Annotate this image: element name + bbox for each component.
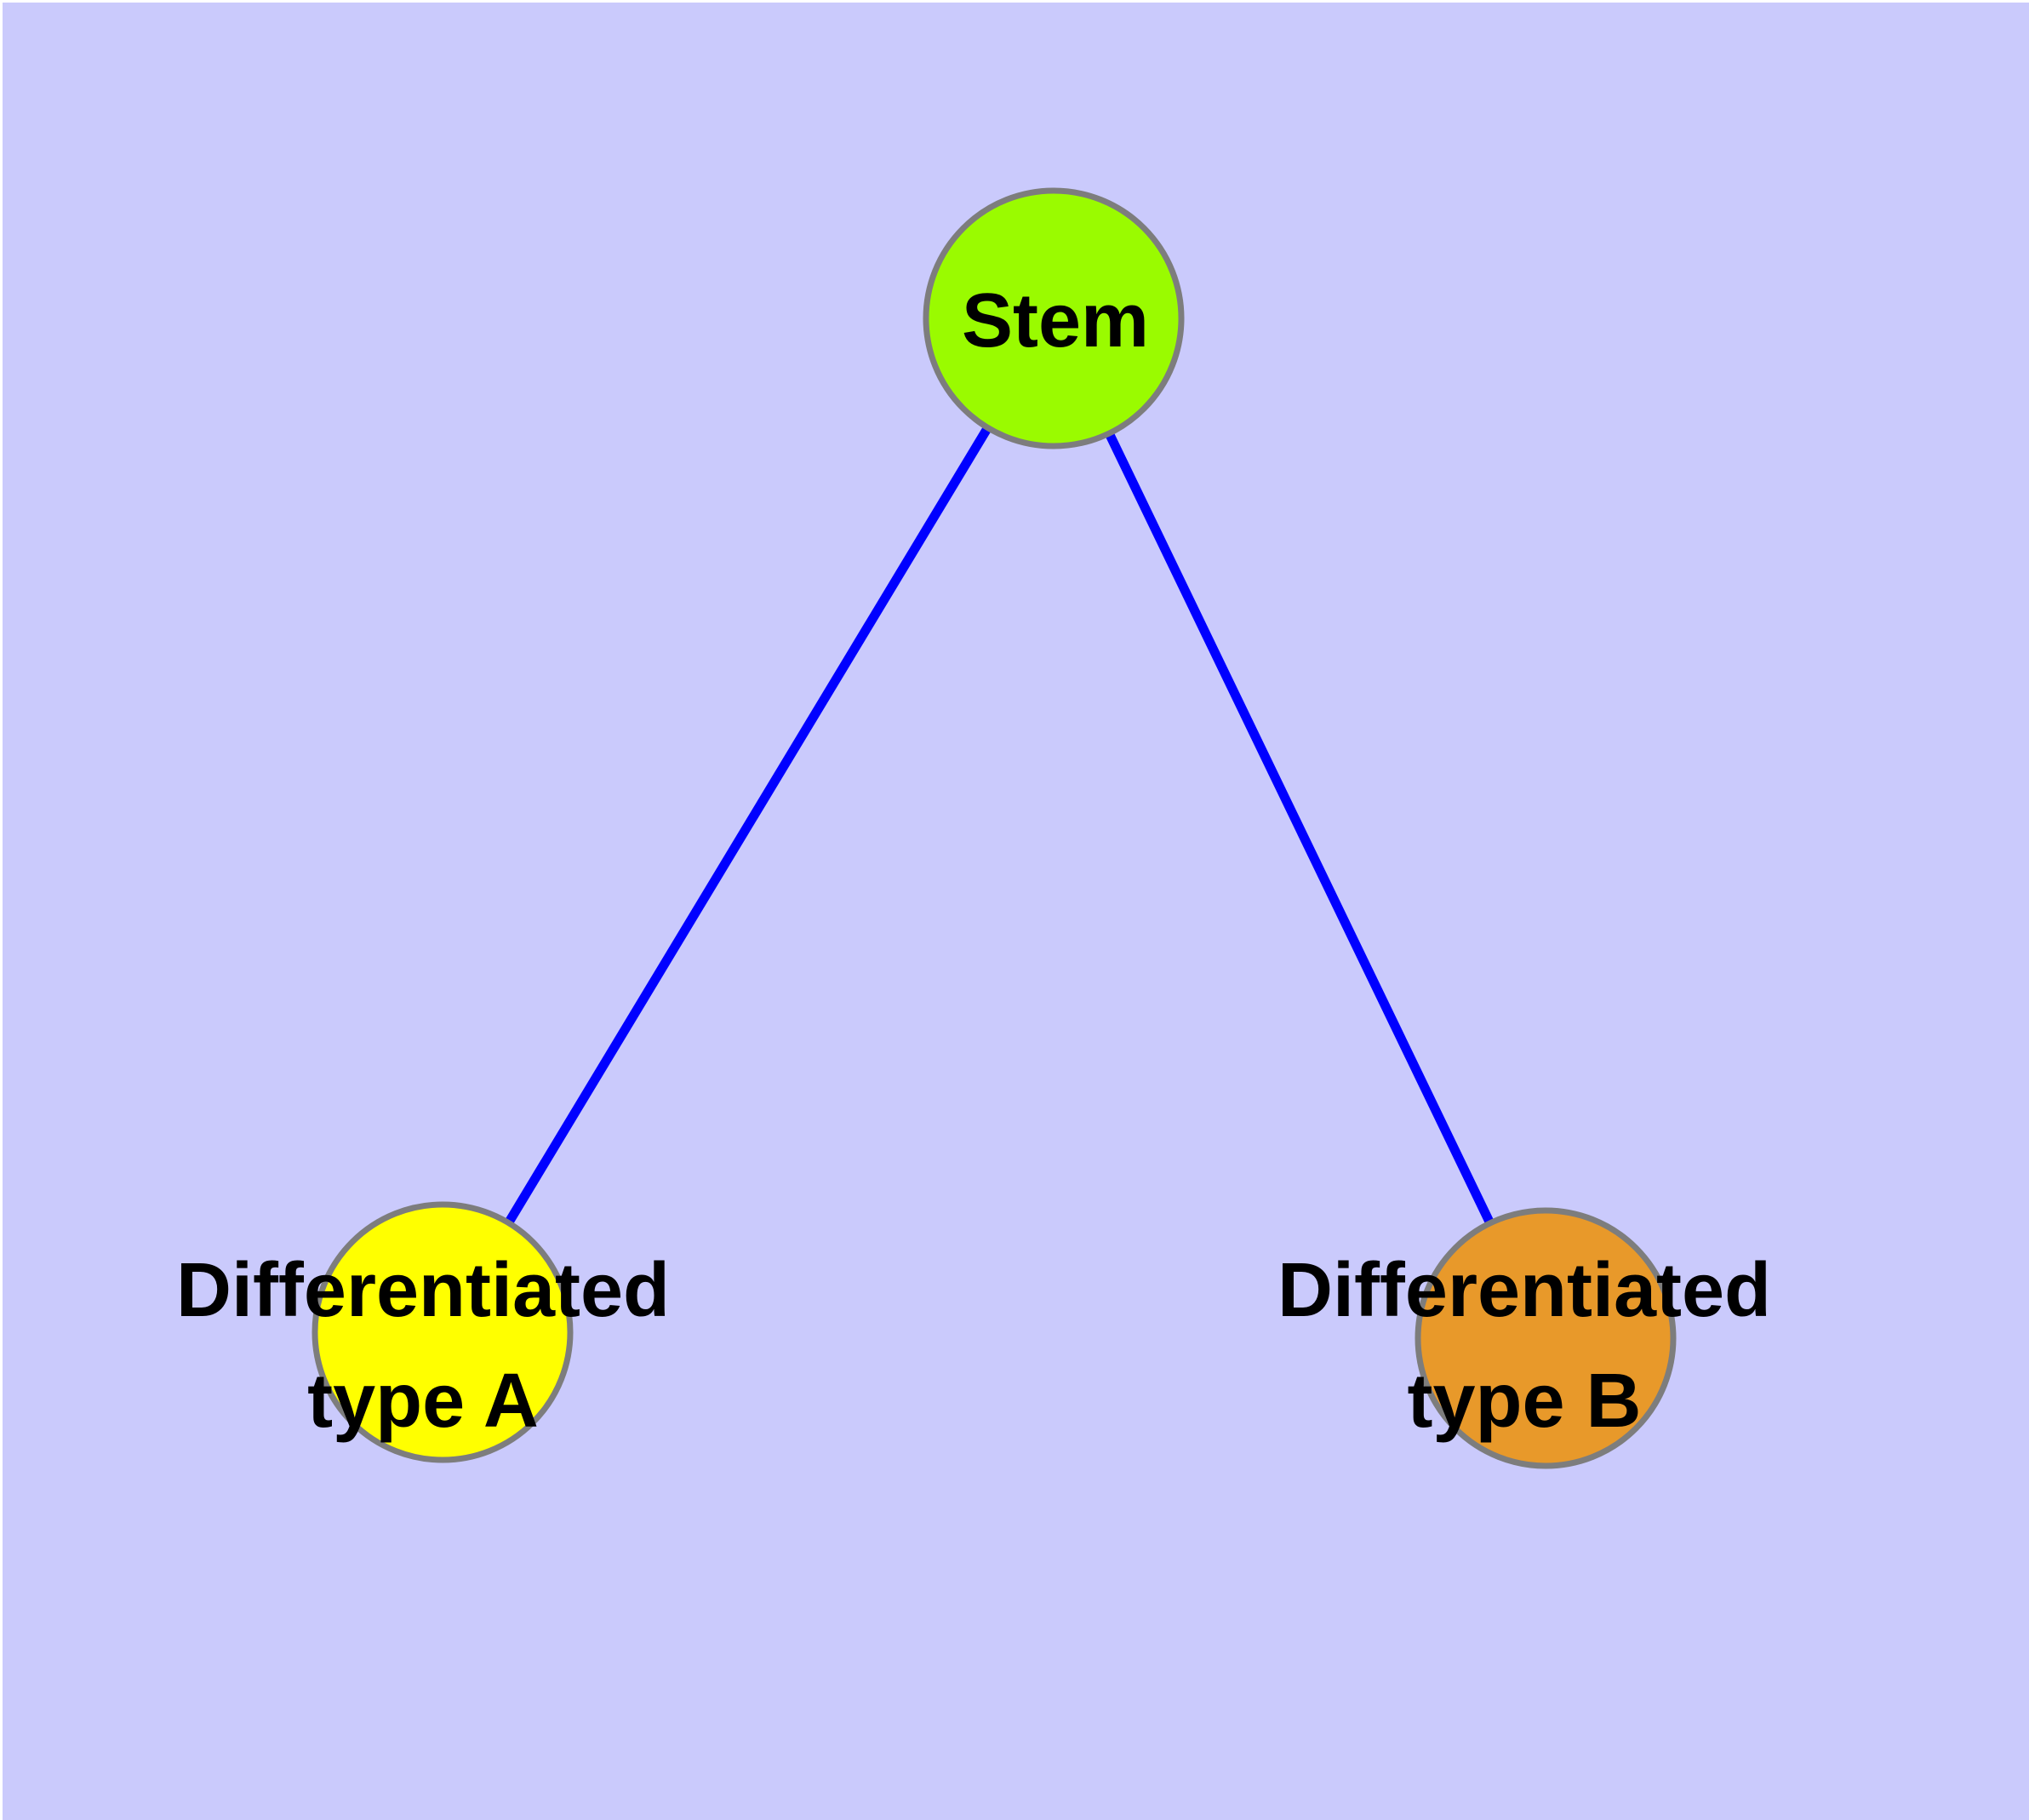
node-type-b-circle bbox=[1415, 1207, 1677, 1469]
edge-stem-to-type-a bbox=[438, 316, 1058, 1335]
node-type-b: Differentiated type B bbox=[1277, 1207, 1771, 1469]
node-stem-label: Stem bbox=[962, 278, 1149, 363]
node-type-a-label-line1: Differentiated bbox=[176, 1248, 670, 1333]
edge-group bbox=[438, 316, 1550, 1341]
node-type-b-label-line2: type B bbox=[1407, 1359, 1641, 1444]
node-stem-circle bbox=[923, 187, 1185, 449]
node-type-b-label-line1: Differentiated bbox=[1277, 1248, 1771, 1333]
node-type-a-circle bbox=[311, 1201, 574, 1463]
edge-stem-to-type-b bbox=[1049, 316, 1550, 1341]
node-stem: Stem bbox=[923, 187, 1185, 449]
node-type-a: Differentiated type A bbox=[176, 1201, 670, 1463]
node-type-a-label-line2: type A bbox=[307, 1359, 539, 1444]
